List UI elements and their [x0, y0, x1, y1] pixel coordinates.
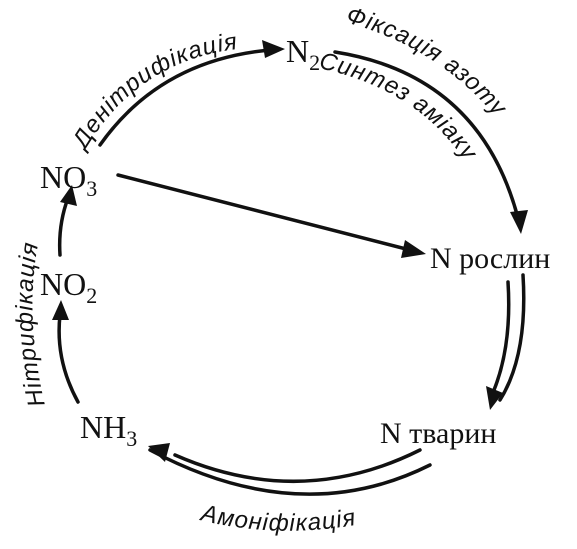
arrow-no3-to-plants	[116, 173, 412, 252]
arc-fixation-outer	[333, 50, 520, 220]
arc-ammonification-inner	[173, 448, 422, 484]
arrowhead-ammonification	[148, 443, 170, 462]
node-no2: NO2	[40, 266, 97, 308]
arrowhead-fixation	[510, 210, 528, 234]
node-no3: NO3	[40, 159, 97, 201]
arc-nitrification-lower	[57, 313, 80, 404]
arrowhead-nitrification-upper	[60, 185, 77, 206]
node-n-plants: N рослин	[430, 242, 550, 275]
arc-plants-to-animals-inner	[492, 280, 511, 392]
arrowhead-nitrification-lower	[52, 300, 69, 320]
arc-plants-to-animals	[498, 273, 526, 402]
arc-nitrification-upper	[57, 196, 70, 257]
label-ammonification: Амоніфікація	[197, 499, 358, 537]
arc-ammonification-outer	[148, 448, 432, 496]
node-n2: N2	[286, 33, 320, 75]
node-n-animals: N тварин	[380, 417, 496, 450]
arrowhead-plants-to-animals	[486, 386, 503, 410]
arrowhead-no3-to-plants	[401, 240, 426, 258]
arc-denitrification	[98, 48, 272, 147]
node-nh3: NH3	[80, 409, 137, 451]
arrowhead-denitrification	[262, 40, 285, 58]
